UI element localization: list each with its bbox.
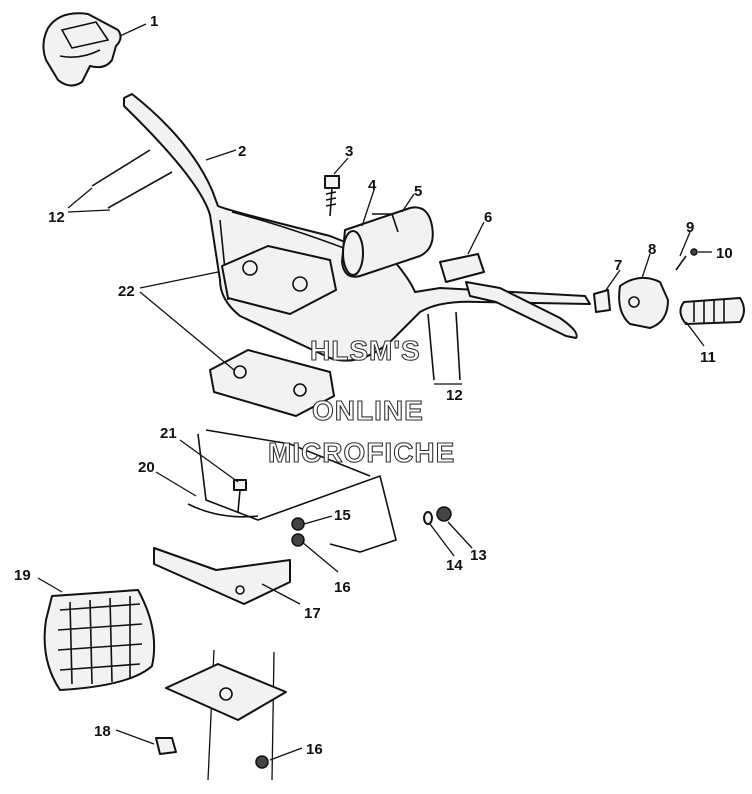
watermark-line-3: MICROFICHE xyxy=(268,437,455,468)
long-bolts-part xyxy=(91,149,461,381)
lower-clamp-part xyxy=(209,349,335,417)
callout-21: 21 xyxy=(160,425,177,442)
leader-lines xyxy=(37,23,712,761)
callout-4: 4 xyxy=(368,177,377,194)
nut-part-16-upper xyxy=(291,533,305,547)
callout-15: 15 xyxy=(334,507,351,524)
bolt-part-21 xyxy=(233,479,247,513)
lower-plate-part xyxy=(165,663,287,721)
handlebar-cover-part xyxy=(42,12,122,87)
callout-labels: 1 2 3 4 5 6 7 8 9 10 11 12 12 13 14 15 1… xyxy=(14,13,733,758)
callout-7: 7 xyxy=(614,257,622,274)
callout-1: 1 xyxy=(150,13,158,30)
callout-9: 9 xyxy=(686,219,694,236)
callout-19: 19 xyxy=(14,567,31,584)
callout-16-lower: 16 xyxy=(306,741,323,758)
callout-12-left: 12 xyxy=(48,209,65,226)
callout-3: 3 xyxy=(345,143,353,160)
clip-part-18 xyxy=(155,737,177,755)
callout-10: 10 xyxy=(716,245,733,262)
callout-16-upper: 16 xyxy=(334,579,351,596)
mounting-plate-part xyxy=(153,547,291,605)
watermark: HLSM'S ONLINE MICROFICHE xyxy=(267,334,455,468)
callout-14: 14 xyxy=(446,557,463,574)
hand-grip-part xyxy=(679,297,745,325)
callout-17: 17 xyxy=(304,605,321,622)
nut-part-16-lower xyxy=(255,755,269,769)
brake-lever-part xyxy=(439,253,578,339)
nut-part-13 xyxy=(436,506,452,522)
callout-6: 6 xyxy=(484,209,492,226)
callout-20: 20 xyxy=(138,459,155,476)
watermark-line-2: ONLINE xyxy=(312,395,424,426)
nut-part-15 xyxy=(291,517,305,531)
headlight-bracket-part xyxy=(187,429,397,553)
collar-part xyxy=(593,289,611,313)
watermark-line-1: HLSM'S xyxy=(310,335,421,366)
bolt-part-3 xyxy=(324,175,340,217)
callout-11: 11 xyxy=(700,349,716,366)
callout-18: 18 xyxy=(94,723,111,740)
callout-22: 22 xyxy=(118,283,135,300)
callout-8: 8 xyxy=(648,241,656,258)
callout-12-right: 12 xyxy=(446,387,463,404)
upper-clamp-part xyxy=(221,245,337,315)
callout-5: 5 xyxy=(414,183,422,200)
handlebar-pad-part xyxy=(341,206,434,278)
screw-part-9 xyxy=(675,255,687,271)
callout-2: 2 xyxy=(238,143,246,160)
headlight-part xyxy=(43,589,156,691)
callout-13: 13 xyxy=(470,547,487,564)
nut-part-10 xyxy=(690,248,698,256)
throttle-housing-part xyxy=(618,276,669,329)
washer-part-14 xyxy=(423,511,433,525)
